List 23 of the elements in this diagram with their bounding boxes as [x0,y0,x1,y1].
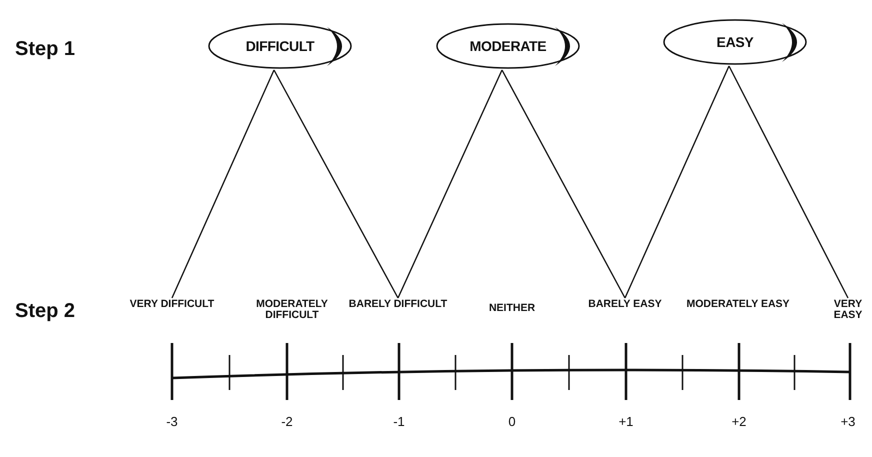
connector-line [501,70,626,298]
scale-value: +1 [618,414,634,429]
scale-point-label: VERY EASY [826,298,870,322]
connector-line [397,70,503,298]
step-heading: Step 1 [15,38,76,61]
category-ellipse: EASY [662,18,808,66]
connector-line [624,66,730,298]
scale-point-label: MODERATELY EASY [683,298,793,311]
category-ellipse: MODERATE [435,22,581,70]
scale-value: -3 [165,414,179,429]
scale-point-label: VERY DIFFICULT [117,298,227,311]
connector-line [728,66,849,298]
scale-value: -2 [280,414,294,429]
scale-value: -1 [392,414,406,429]
connector-line [273,70,399,298]
connector-line [171,70,275,298]
scale-point-label: NEITHER [457,302,567,315]
step-heading: Step 2 [15,300,76,323]
scale-value: +3 [840,414,856,429]
category-ellipse: DIFFICULT [207,22,353,70]
scale-value: +2 [730,414,748,429]
scale-point-label: BARELY EASY [570,298,680,311]
scale-value: 0 [507,414,517,429]
